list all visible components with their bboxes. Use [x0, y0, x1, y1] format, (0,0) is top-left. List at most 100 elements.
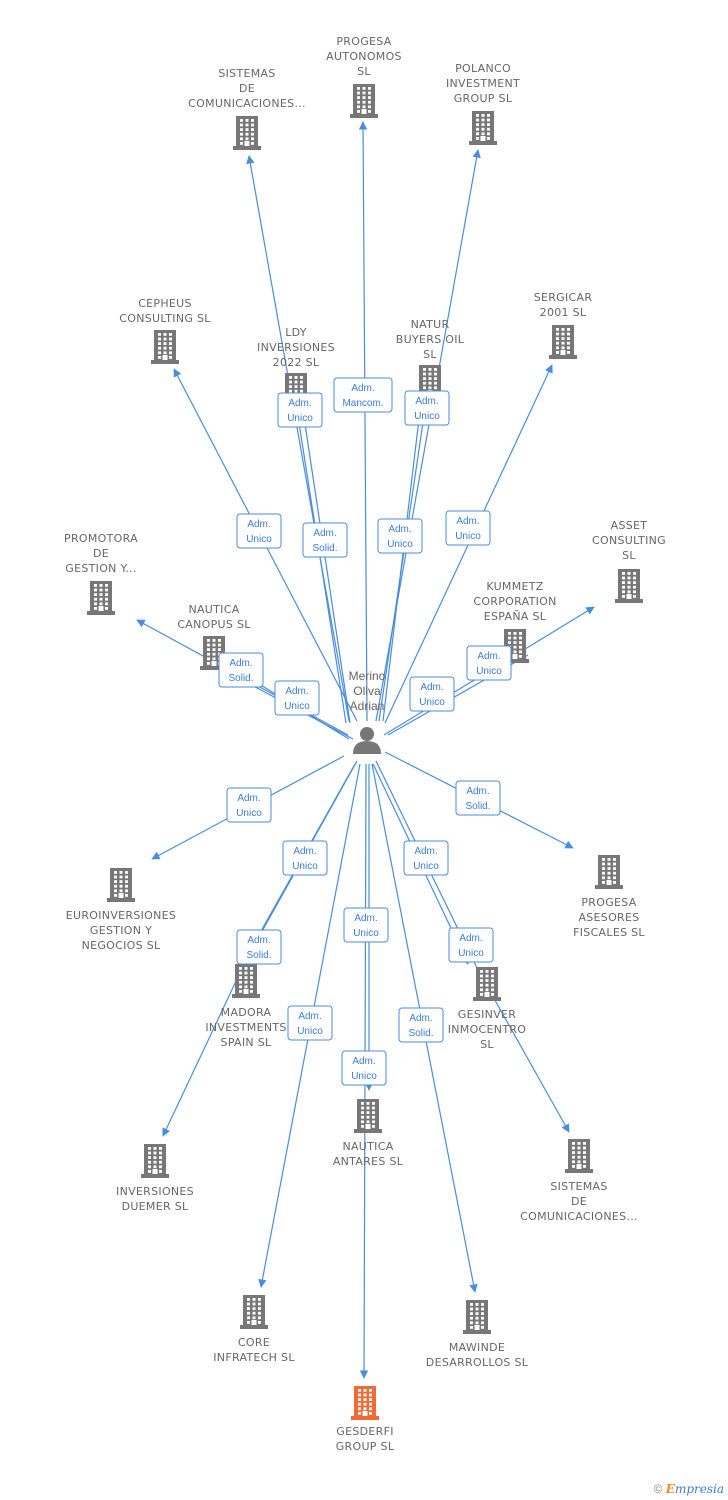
- company-label: GESTION Y: [90, 924, 152, 937]
- relation-label: Solid.: [246, 950, 271, 961]
- relation-label: Unico: [292, 861, 318, 872]
- relation-label: Adm.: [298, 1011, 321, 1022]
- company-label: SISTEMAS: [218, 67, 275, 80]
- company-label: SL: [480, 1038, 494, 1051]
- company-node-inversiones-duemer[interactable]: INVERSIONES DUEMER SL: [116, 1144, 194, 1213]
- company-node-sistemas-2[interactable]: SISTEMASDECOMUNICACIONES...: [520, 1139, 638, 1223]
- relation-edge: [293, 403, 347, 724]
- company-label: GROUP SL: [454, 92, 513, 105]
- relation-label: Unico: [246, 534, 272, 545]
- company-node-sistemas-1[interactable]: SISTEMAS DE COMUNICACIONES...: [188, 67, 306, 150]
- relation-badge[interactable]: Adm.Unico: [448, 927, 494, 963]
- relation-label: Unico: [419, 697, 445, 708]
- company-label: GESTION Y...: [65, 562, 136, 575]
- building-icon: [151, 330, 179, 364]
- company-label: AUTONOMOS: [326, 50, 402, 63]
- company-label: 2001 SL: [540, 306, 587, 319]
- company-label: LDY: [285, 326, 307, 339]
- company-label: SERGICAR: [534, 291, 593, 304]
- building-icon: [350, 84, 378, 118]
- relation-badge[interactable]: Adm.Unico: [287, 1005, 333, 1041]
- company-label: ASESORES: [578, 911, 639, 924]
- relation-badge[interactable]: Adm.Unico: [274, 680, 320, 716]
- relation-label: Unico: [236, 808, 262, 819]
- relation-label: Adm.: [229, 658, 252, 669]
- relation-label: Adm.: [247, 519, 270, 530]
- relation-label: Unico: [458, 948, 484, 959]
- building-icon: [107, 868, 135, 902]
- company-label: SISTEMAS: [550, 1180, 607, 1193]
- copyright-symbol: ©: [653, 1482, 663, 1496]
- relation-badge[interactable]: Adm.Unico: [404, 390, 450, 426]
- relation-badge[interactable]: Adm.Unico: [445, 510, 491, 546]
- company-label: COMUNICACIONES...: [520, 1210, 638, 1223]
- relation-label: Solid.: [465, 801, 490, 812]
- building-icon: [463, 1300, 491, 1334]
- company-label: INVERSIONES: [116, 1185, 194, 1198]
- relation-edge: [301, 403, 351, 724]
- relation-badge[interactable]: Adm. Unico: [236, 513, 282, 549]
- building-icon: [549, 325, 577, 359]
- relation-label: Adm.: [354, 913, 377, 924]
- relation-badge[interactable]: Adm. Unico: [466, 645, 512, 681]
- relation-label: Adm.: [456, 516, 479, 527]
- relation-badge[interactable]: Adm.Unico: [282, 840, 328, 876]
- company-label: SL: [357, 65, 371, 78]
- company-label: KUMMETZ: [486, 580, 543, 593]
- company-label: DE: [239, 82, 255, 95]
- relation-badge[interactable]: Adm.Solid.: [218, 652, 264, 688]
- company-label: INFRATECH SL: [213, 1351, 295, 1364]
- company-label: NATUR: [411, 318, 450, 331]
- relation-label: Unico: [351, 1071, 377, 1082]
- relation-label: Adm.: [285, 686, 308, 697]
- company-label: DUEMER SL: [122, 1200, 189, 1213]
- relation-badge[interactable]: Adm.Solid.: [398, 1007, 444, 1043]
- relation-badge[interactable]: Adm.Unico: [377, 518, 423, 554]
- relation-badge[interactable]: Adm.Unico: [403, 840, 449, 876]
- company-label: PROGESA: [336, 35, 391, 48]
- company-node-progesa-autonomos[interactable]: PROGESA AUTONOMOS SL: [326, 35, 402, 118]
- building-icon: [565, 1139, 593, 1173]
- brand-logo[interactable]: Empresia: [665, 1482, 724, 1496]
- relation-badge[interactable]: Adm.Unico: [226, 787, 272, 823]
- relation-label: Adm.: [477, 651, 500, 662]
- relation-edge: [358, 121, 368, 722]
- building-icon: [473, 967, 501, 1001]
- company-label: PROMOTORA: [64, 532, 138, 545]
- relation-badge[interactable]: Adm. Unico: [343, 907, 389, 943]
- relation-badge[interactable]: Adm.Solid.: [236, 929, 282, 965]
- relations-layer: Adm.UnicoAdm.Mancom.Adm.UnicoAdm.UnicoAd…: [218, 377, 512, 1086]
- relation-label: Unico: [476, 666, 502, 677]
- relation-badge[interactable]: Adm.Solid.: [455, 780, 501, 816]
- relation-badge[interactable]: Adm.Mancom.: [333, 377, 393, 413]
- company-label: ESPAÑA SL: [484, 610, 547, 623]
- relation-badge[interactable]: Adm.Unico: [277, 392, 323, 428]
- company-node-sergicar[interactable]: SERGICAR 2001 SL: [534, 291, 593, 359]
- relation-badge[interactable]: Adm.Solid.: [302, 522, 348, 558]
- building-icon: [595, 855, 623, 889]
- relation-badge[interactable]: Adm.Unico: [341, 1050, 387, 1086]
- relation-label: Adm.: [288, 398, 311, 409]
- company-label: EUROINVERSIONES: [66, 909, 176, 922]
- relation-badge[interactable]: Adm.Unico: [409, 676, 455, 712]
- relation-label: Solid.: [408, 1028, 433, 1039]
- company-label: 2022 SL: [273, 356, 320, 369]
- relation-label: Unico: [353, 928, 379, 939]
- company-label: MADORA: [221, 1006, 272, 1019]
- company-label: COMUNICACIONES...: [188, 97, 306, 110]
